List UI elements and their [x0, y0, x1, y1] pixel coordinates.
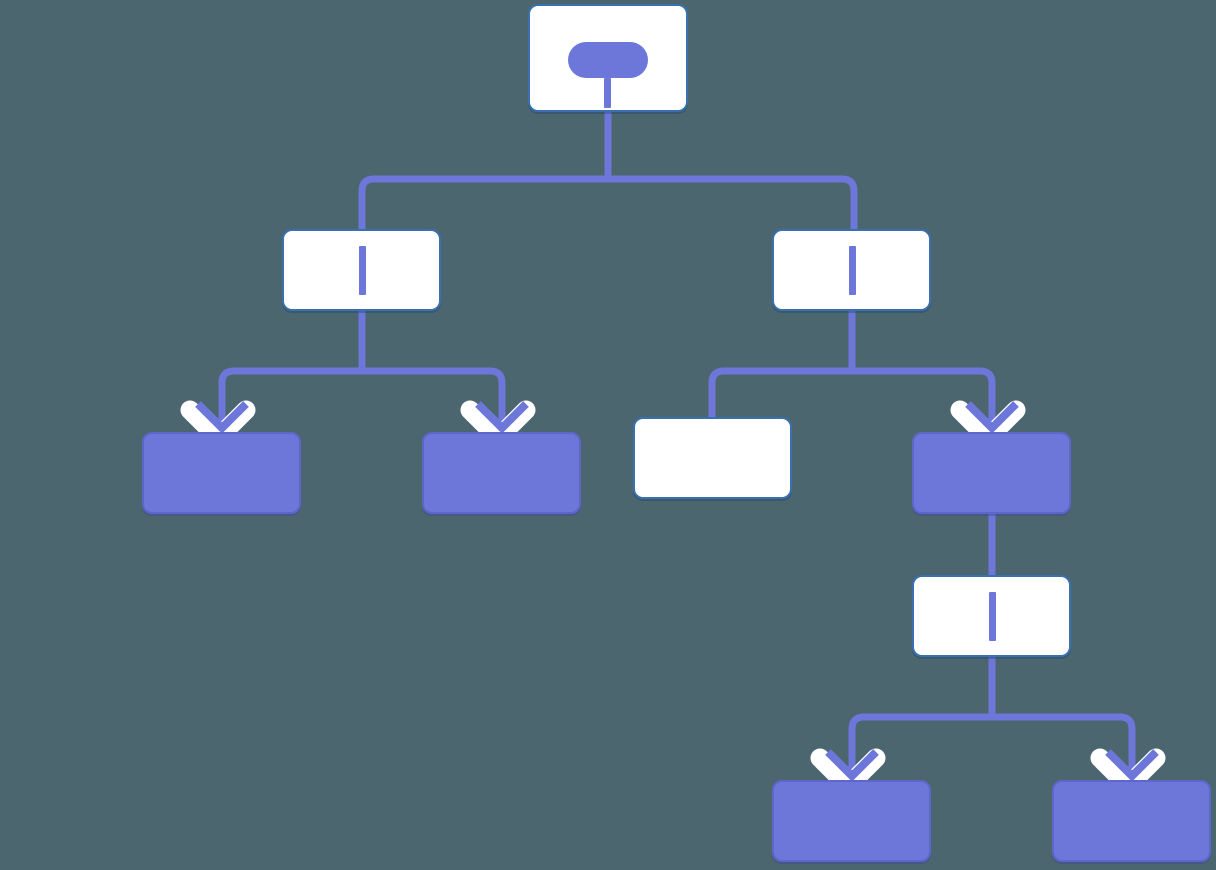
- arrow-purple-head: [1105, 749, 1159, 782]
- level2-branch-node[interactable]: [912, 432, 1071, 514]
- inner-line-l1-right: [849, 246, 856, 295]
- path-l1left-bus: [218, 367, 506, 432]
- arrow-purple-head: [195, 401, 249, 434]
- level2-leaf-b[interactable]: [422, 432, 581, 514]
- arrow-purple-head: [825, 749, 879, 782]
- level2-white-leaf[interactable]: [633, 417, 792, 499]
- inner-line-l3-mid: [989, 592, 996, 641]
- arrow-purple-head: [965, 401, 1019, 434]
- level2-leaf-a[interactable]: [142, 432, 301, 514]
- root-pill-stem: [604, 78, 611, 108]
- level4-leaf-a[interactable]: [772, 780, 931, 862]
- arrow-purple-head: [475, 401, 529, 434]
- level4-leaf-b[interactable]: [1052, 780, 1211, 862]
- inner-line-l1-left: [359, 246, 366, 295]
- root-pill: [568, 42, 648, 78]
- path-l3mid-bus: [848, 713, 1136, 780]
